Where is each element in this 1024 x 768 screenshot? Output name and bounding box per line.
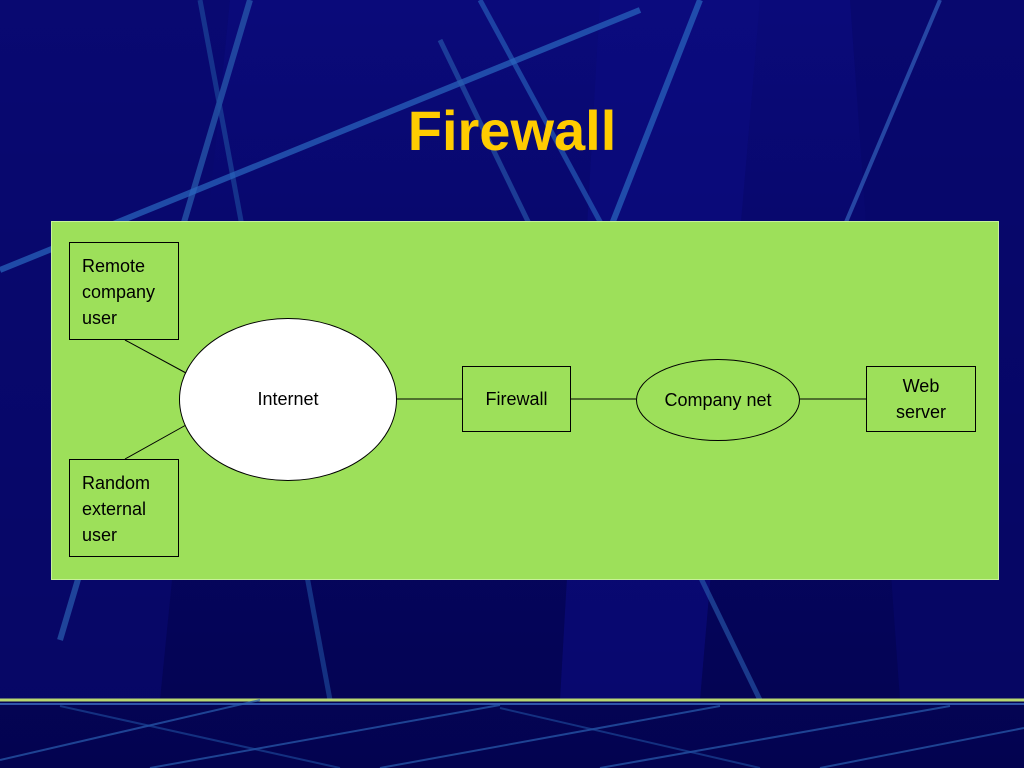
slide-title: Firewall (407, 99, 617, 162)
remote-company-user-node: Remote company user (69, 242, 179, 340)
node-label-line: Remote (82, 256, 146, 276)
random-external-user-node: Random external user (69, 459, 179, 557)
node-label-line: Random (82, 473, 151, 493)
node-label-line: external (82, 499, 147, 519)
connector-lines (124, 339, 866, 460)
node-label: Firewall (485, 389, 548, 409)
edge-random-user-internet (124, 424, 187, 460)
node-label-line: company (82, 282, 156, 302)
web-server-node: Web server (866, 366, 976, 432)
node-label-line: user (82, 525, 118, 545)
diagram-panel: Remote company user Random external user… (51, 221, 999, 580)
node-label: Internet (257, 389, 319, 409)
node-label-line: user (82, 308, 118, 328)
node-label-line: server (895, 402, 946, 422)
node-label: Company net (664, 389, 772, 410)
node-label-line: Web (902, 376, 940, 396)
company-net-node: Company net (636, 359, 800, 441)
internet-node: Internet (179, 318, 397, 481)
edge-remote-user-internet (124, 339, 187, 374)
firewall-node: Firewall (462, 366, 571, 432)
